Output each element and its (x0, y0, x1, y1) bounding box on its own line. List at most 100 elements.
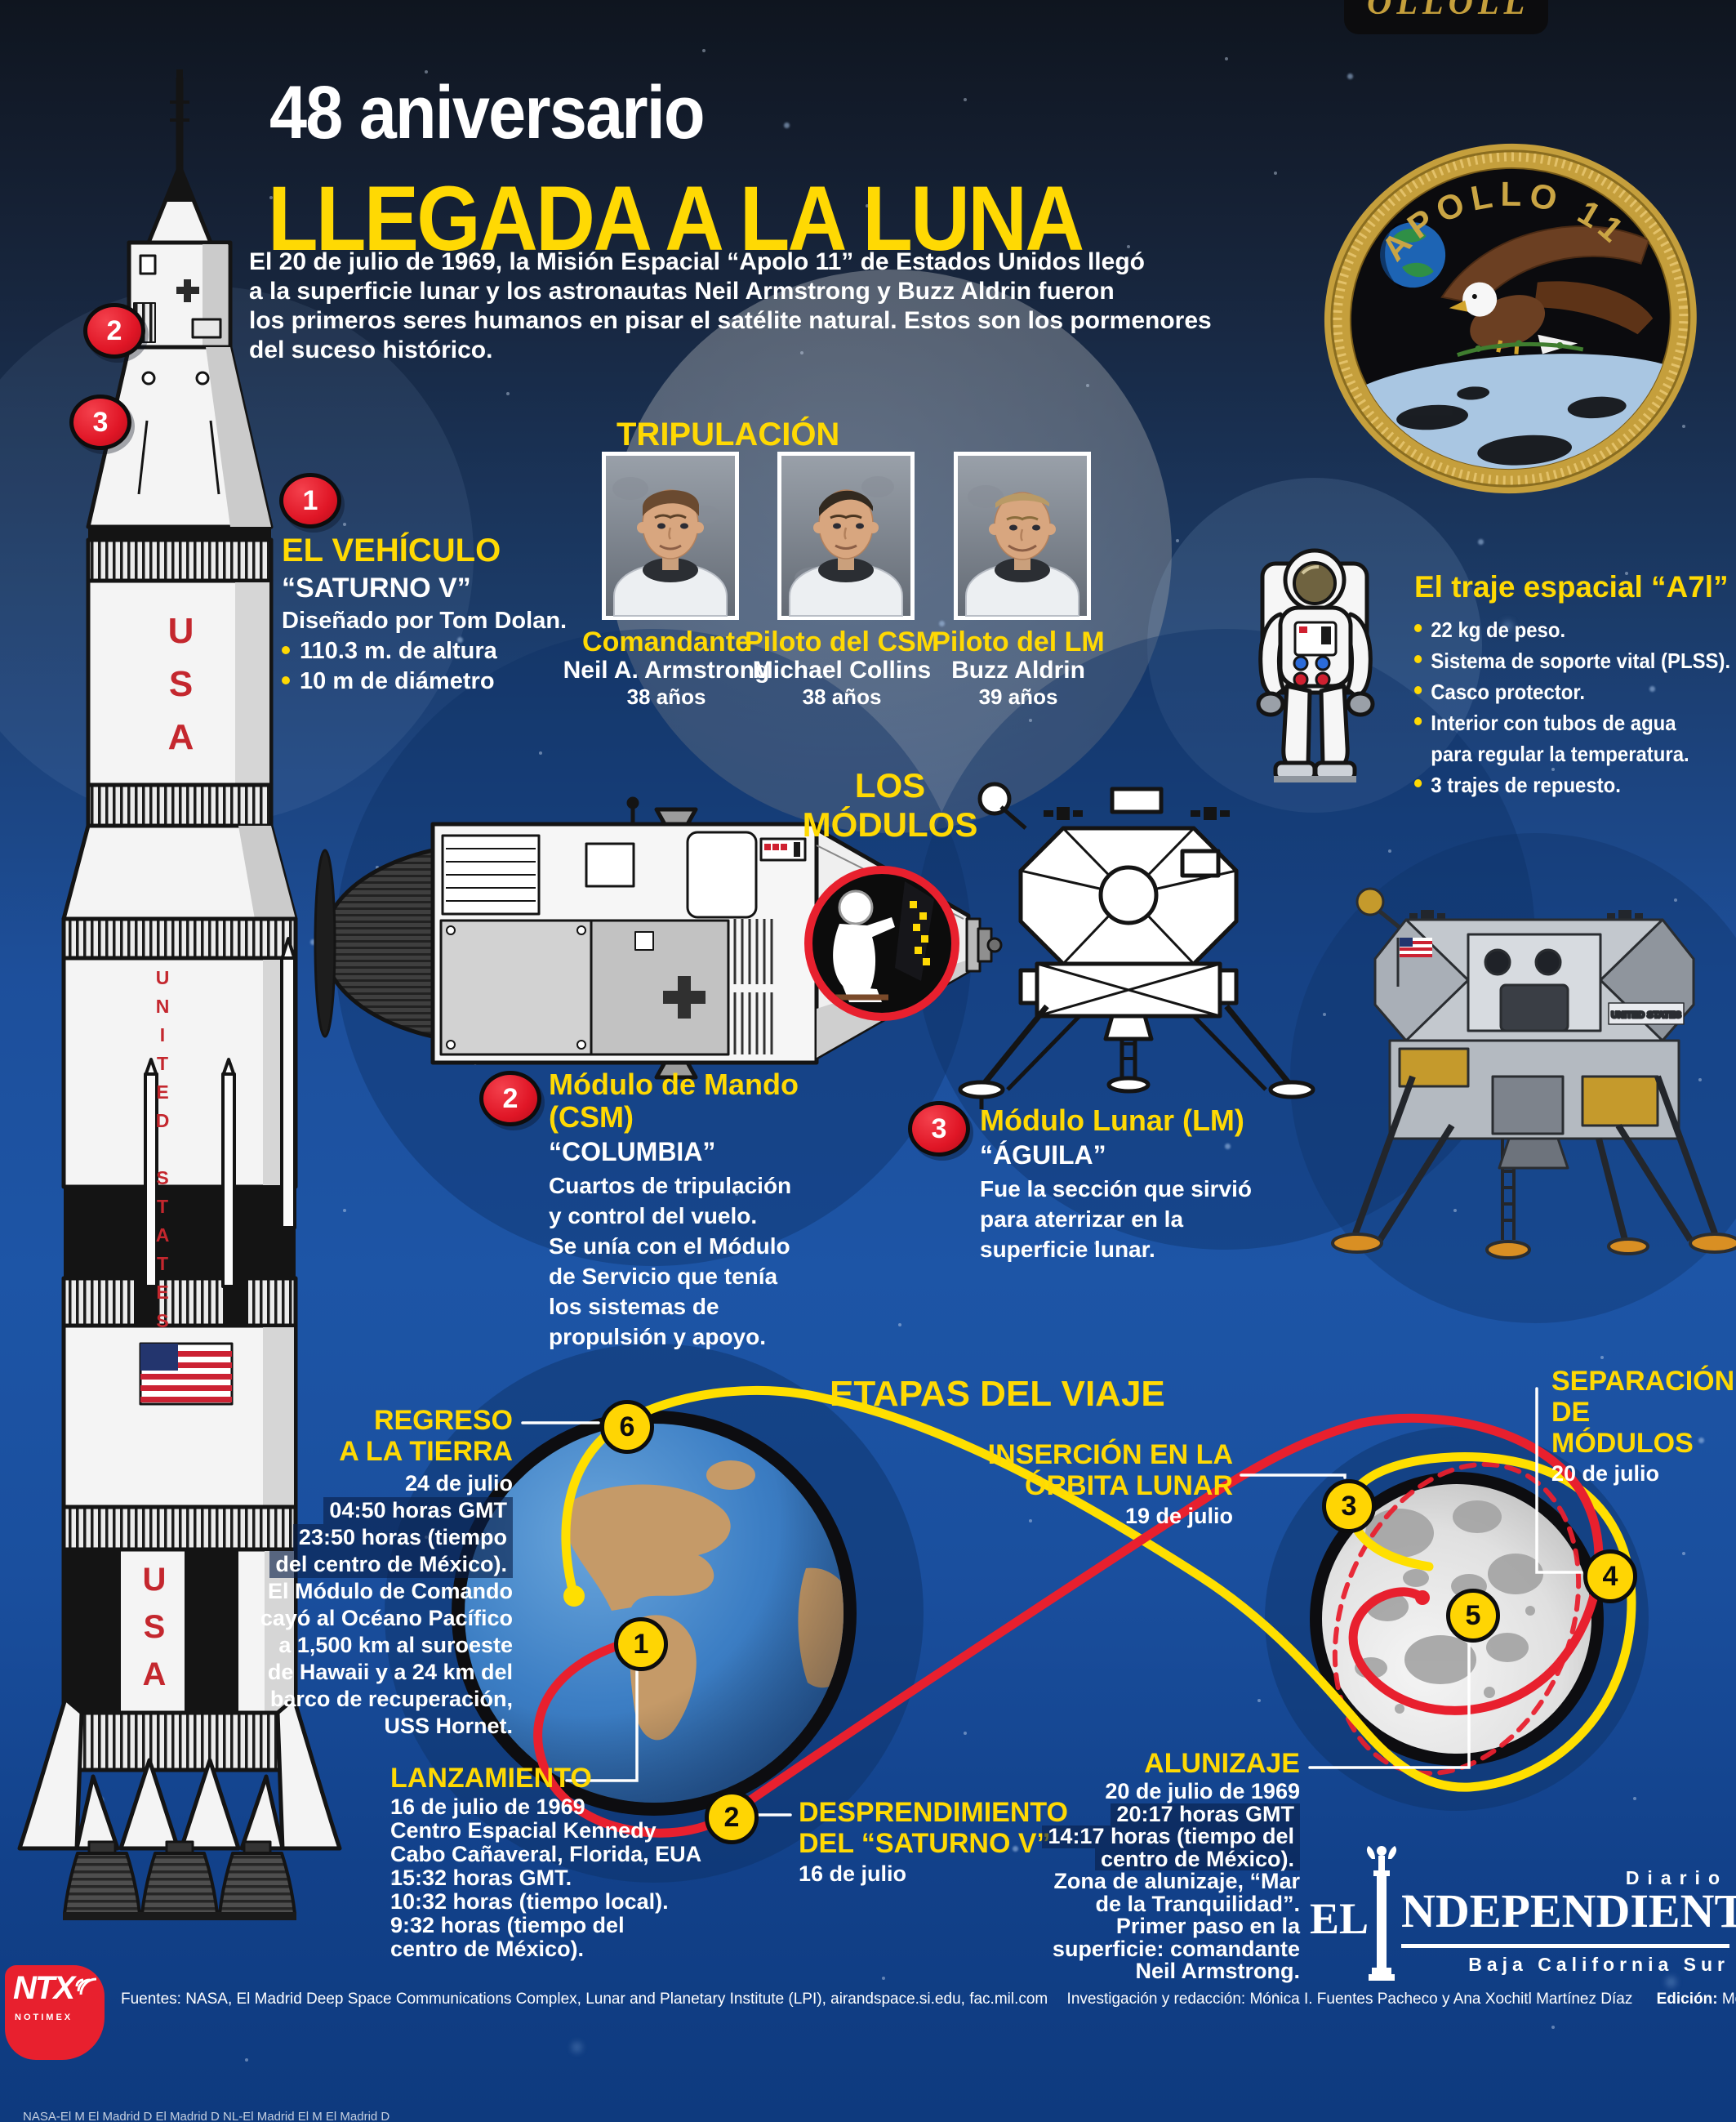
paper-diario: Diario (1625, 1867, 1728, 1888)
patch-fragment-text: OLLOLL (1367, 0, 1530, 22)
lm-hull-label: UNITED STATES (1611, 1010, 1681, 1020)
stage-marker-6: 6 (600, 1400, 654, 1454)
stage-3-number: 3 (1341, 1490, 1357, 1522)
stage-6-number: 6 (619, 1411, 635, 1442)
stages-title: ETAPAS DEL VIAJE (830, 1374, 1165, 1414)
crew-name: Michael Collins (752, 657, 932, 684)
lm-outline-illustration (958, 782, 1315, 1109)
lm-marker-3: 3 (908, 1101, 970, 1157)
insercion-title: INSERCIÓN EN LA (987, 1439, 1233, 1470)
lm-desc-line: Fue la sección que sirvió (980, 1176, 1253, 1201)
intro-line: del suceso histórico. (249, 337, 493, 363)
lm-marker-number: 3 (931, 1112, 947, 1144)
alunizaje-line: de la Tranquilidad”. (1095, 1891, 1300, 1916)
patch-fragment-top: OLLOLL (1344, 0, 1548, 34)
crew-photo-aldrin (954, 452, 1091, 620)
csm-title2: (CSM) (549, 1100, 634, 1134)
paper-wordmark: NDEPENDIENTE (1401, 1884, 1736, 1937)
csm-marker-2: 2 (479, 1071, 541, 1126)
stage-marker-5: 5 (1446, 1589, 1500, 1643)
stage-insercion-block: INSERCIÓN EN LA ÓRBITA LUNAR 19 de julio (964, 1439, 1233, 1530)
vehicle-designer: Diseñado por Tom Dolan. (282, 608, 568, 634)
intro-line: El 20 de julio de 1969, la Misión Espaci… (249, 248, 1145, 275)
paper-rule (1401, 1944, 1729, 1948)
stage-lanzamiento-block: LANZAMIENTO 16 de julio de 1969 Centro E… (390, 1763, 701, 1961)
lanzamiento-line: 16 de julio de 1969 (390, 1794, 585, 1819)
alunizaje-line: 20 de julio de 1969 (1105, 1779, 1300, 1803)
crew-role: Piloto del LM (932, 626, 1105, 658)
rocket-usa-lower-label: USA (136, 1562, 172, 1704)
lm-name: “ÁGUILA” (980, 1140, 1106, 1170)
csm-desc-line: Se unía con el Módulo (549, 1233, 790, 1259)
desprendimiento-title2: DEL “SATURNO V” (799, 1828, 1051, 1859)
csm-illustration (314, 796, 1003, 1080)
suit-line: Sistema de soporte vital (PLSS). (1414, 645, 1730, 676)
regreso-line: 24 de julio (404, 1471, 513, 1496)
lanzamiento-line: centro de México). (390, 1937, 585, 1961)
modules-title: LOS MÓDULOS (802, 766, 978, 844)
crew-role: Comandante (582, 626, 750, 658)
crew-age: 39 años (978, 684, 1058, 709)
crew-photo-armstrong (602, 452, 739, 620)
crew-age: 38 años (626, 684, 706, 709)
csm-title: Módulo de Mando (549, 1068, 799, 1101)
el-independiente-logo: EL NDEPENDIENTE Diario Baja California S… (1305, 1839, 1736, 1995)
lm-desc-line: superficie lunar. (980, 1237, 1155, 1262)
lm-block: Módulo Lunar (LM) “ÁGUILA” Fue la secció… (980, 1104, 1252, 1264)
csm-desc-line: y control del vuelo. (549, 1203, 758, 1228)
spacesuit-illustration (1256, 548, 1375, 782)
insercion-date: 19 de julio (1124, 1504, 1233, 1528)
crew-caption-aldrin: Piloto del LM Buzz Aldrin 39 años (912, 627, 1124, 709)
vehicle-bullet-diameter: 10 m de diámetro (300, 668, 495, 694)
crew-name: Buzz Aldrin (951, 657, 1085, 684)
portrait-collins (781, 456, 910, 617)
lanzamiento-title: LANZAMIENTO (390, 1763, 592, 1794)
lm-desc-line: para aterrizar en la (980, 1206, 1184, 1232)
csm-name: “COLUMBIA” (549, 1137, 716, 1166)
vehicle-marker-1: 1 (279, 473, 341, 528)
rocket-marker-2-number: 2 (106, 314, 122, 346)
apollo-11-patch: APOLLO 11 (1324, 143, 1697, 494)
stage-marker-1: 1 (614, 1617, 668, 1671)
lanzamiento-line: 10:32 horas (tiempo local). (390, 1889, 669, 1914)
intro-paragraph: El 20 de julio de 1969, la Misión Espaci… (249, 247, 1311, 365)
footer-sources: Fuentes: NASA, El Madrid Deep Space Comm… (121, 1990, 1048, 2008)
footer-edition: Mónica I. Fuentes Pacheco (1721, 1990, 1736, 2008)
desprendimiento-date: 16 de julio (799, 1861, 907, 1886)
suit-line: 3 trajes de repuesto. (1414, 769, 1730, 800)
rocket-marker-3: 3 (69, 395, 131, 450)
regreso-title2: A LA TIERRA (339, 1436, 513, 1467)
regreso-line: cayó al Océano Pacífico (260, 1606, 513, 1630)
footer-research: Investigación y redacción: Mónica I. Fue… (1066, 1990, 1633, 2008)
alunizaje-line-hl: centro de México). (1094, 1848, 1300, 1870)
page-title-line1: 48 aniversario (269, 71, 706, 154)
suit-line: 22 kg de peso. (1414, 614, 1730, 645)
crew-photo-collins (777, 452, 915, 620)
crew-age: 38 años (802, 684, 882, 709)
csm-desc-line: los sistemas de (549, 1294, 719, 1319)
separacion-date: 20 de julio (1551, 1461, 1660, 1486)
page-title-line2: LLEGADA A LA LUNA (268, 167, 1084, 270)
alunizaje-line: Primer paso en la (1115, 1914, 1300, 1938)
alunizaje-line: superficie: comandante (1052, 1936, 1300, 1961)
suit-block: El traje espacial “A7l” 22 kg de peso. S… (1414, 570, 1736, 800)
stage-5-number: 5 (1465, 1599, 1481, 1631)
stage-regreso-block: REGRESO A LA TIERRA 24 de julio 04:50 ho… (235, 1405, 513, 1740)
alunizaje-line-hl: 14:17 horas (tiempo del (1042, 1825, 1300, 1848)
stage-4-number: 4 (1602, 1560, 1618, 1592)
rocket-usa-upper-label: USA (161, 611, 201, 770)
regreso-line: USS Hornet. (384, 1714, 513, 1738)
regreso-line-hl: del centro de México). (269, 1551, 513, 1578)
suit-line: Interior con tubos de agua (1414, 707, 1730, 738)
insercion-title2: ÓRBITA LUNAR (1025, 1470, 1233, 1501)
alunizaje-line-hl: 20:17 horas GMT (1111, 1803, 1300, 1826)
csm-marker-number: 2 (502, 1082, 519, 1114)
footer-credits: Fuentes: NASA, El Madrid Deep Space Comm… (121, 1990, 1736, 2008)
rocket-marker-3-number: 3 (92, 406, 109, 438)
separacion-title: SEPARACIÓN (1551, 1366, 1735, 1397)
stage-1-number: 1 (633, 1628, 649, 1660)
suit-line: para regular la temperatura. (1431, 742, 1689, 766)
vehicle-title: EL VEHÍCULO (282, 533, 501, 568)
